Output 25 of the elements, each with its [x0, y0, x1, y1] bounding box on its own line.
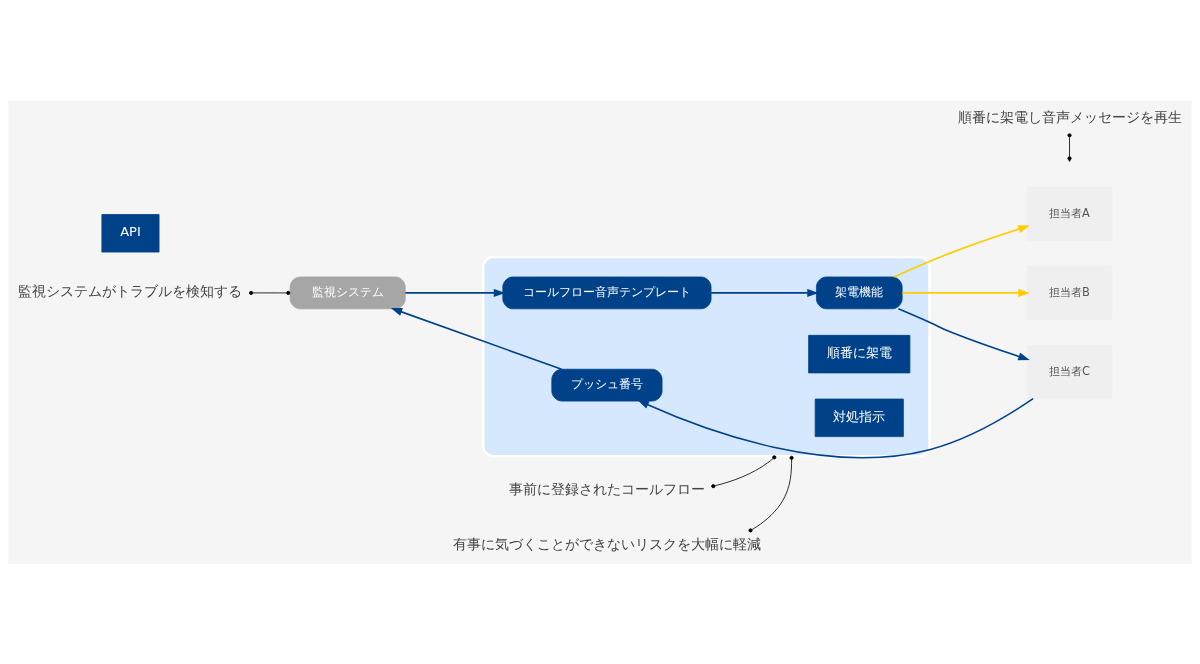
node-text: 順番に架電し音声メッセージを再生 — [957, 108, 1182, 125]
node-box: 担当者B — [1027, 265, 1112, 320]
node-box: 順番に架電 — [808, 334, 911, 373]
node-text: 事前に登録されたコールフロー — [508, 480, 705, 497]
arrow — [897, 307, 1030, 360]
connector — [249, 290, 291, 295]
arrow — [710, 288, 819, 297]
arrow — [901, 288, 1030, 297]
arrow — [404, 288, 506, 297]
connector — [748, 455, 794, 532]
node-box: 対処指示 — [814, 398, 904, 437]
node-box: 架電機能 — [816, 276, 903, 309]
arrow — [893, 224, 1030, 278]
node-text: 監視システムがトラブルを検知する — [18, 282, 243, 299]
arrow — [637, 397, 1034, 458]
node-box: 担当者A — [1027, 186, 1112, 241]
node-box: 担当者C — [1027, 344, 1112, 399]
node-box: プッシュ番号 — [551, 368, 663, 401]
connector — [711, 454, 777, 488]
node-box: API — [101, 213, 160, 252]
arrow — [390, 307, 563, 370]
node-box: コールフロー音声テンプレート — [502, 276, 712, 309]
node-box: 監視システム — [289, 276, 406, 309]
connector — [1069, 136, 1070, 157]
node-text: 有事に気づくことができないリスクを大幅に軽減 — [452, 535, 761, 552]
